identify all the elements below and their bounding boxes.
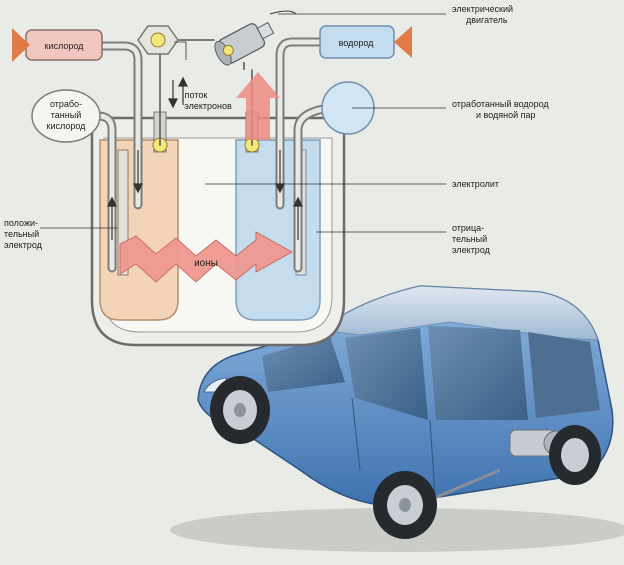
electron-flow-label-2: электронов <box>184 101 232 111</box>
oxygen-inlet: кислород <box>12 28 103 62</box>
hydrogen-arrow-icon <box>394 26 412 58</box>
spent-oxygen-bulb: отрабо- танный кислород <box>31 89 101 143</box>
negative-electrode-label-2: тельный <box>452 234 487 244</box>
positive-electrode-label-3: электрод <box>4 240 43 250</box>
hydrogen-inlet: водород <box>319 25 412 59</box>
positive-electrode <box>117 149 129 276</box>
spent-oxygen-label-2: танный <box>51 110 81 120</box>
fuel-cell-tank <box>90 111 346 347</box>
rear-wheel <box>373 471 437 539</box>
car-roof <box>318 285 599 341</box>
electric-motor <box>214 10 297 70</box>
wire-junction <box>137 25 179 55</box>
junction-terminal <box>150 32 166 48</box>
electrolyte-label: электролит <box>452 179 499 189</box>
rear-right-wheel <box>549 425 601 485</box>
flow-arrows <box>107 76 303 240</box>
spent-hydrogen-label-2: и водяной пар <box>476 110 536 120</box>
leader-lines <box>40 13 446 233</box>
oxygen-arrow-icon <box>12 28 30 62</box>
ions-arrow: ионы <box>119 231 294 283</box>
electron-flow-label-1: поток <box>185 90 208 100</box>
car-window-rear <box>428 326 528 420</box>
oxygen-label: кислород <box>45 41 85 51</box>
electron-flow-arrow <box>236 72 280 140</box>
motor-label-1: электрический <box>452 4 513 14</box>
spent-hydrogen-label-1: отработанный водород <box>452 99 549 109</box>
positive-electrode-label-2: тельный <box>4 229 39 239</box>
hydrogen-label: водород <box>339 38 375 48</box>
positive-electrode-label-1: положи- <box>4 218 38 228</box>
car-rear-opening <box>528 332 600 418</box>
car-window-windshield <box>262 336 345 392</box>
spent-oxygen-label-3: кислород <box>47 121 87 131</box>
spent-oxygen-label-1: отрабо- <box>50 99 82 109</box>
front-wheel <box>210 376 270 444</box>
negative-electrode-label-1: отрица- <box>452 223 484 233</box>
ions-label: ионы <box>194 258 218 269</box>
motor-label-2: двигатель <box>466 15 508 25</box>
car-window-front <box>345 328 428 420</box>
negative-electrode-label-3: электрод <box>452 245 491 255</box>
